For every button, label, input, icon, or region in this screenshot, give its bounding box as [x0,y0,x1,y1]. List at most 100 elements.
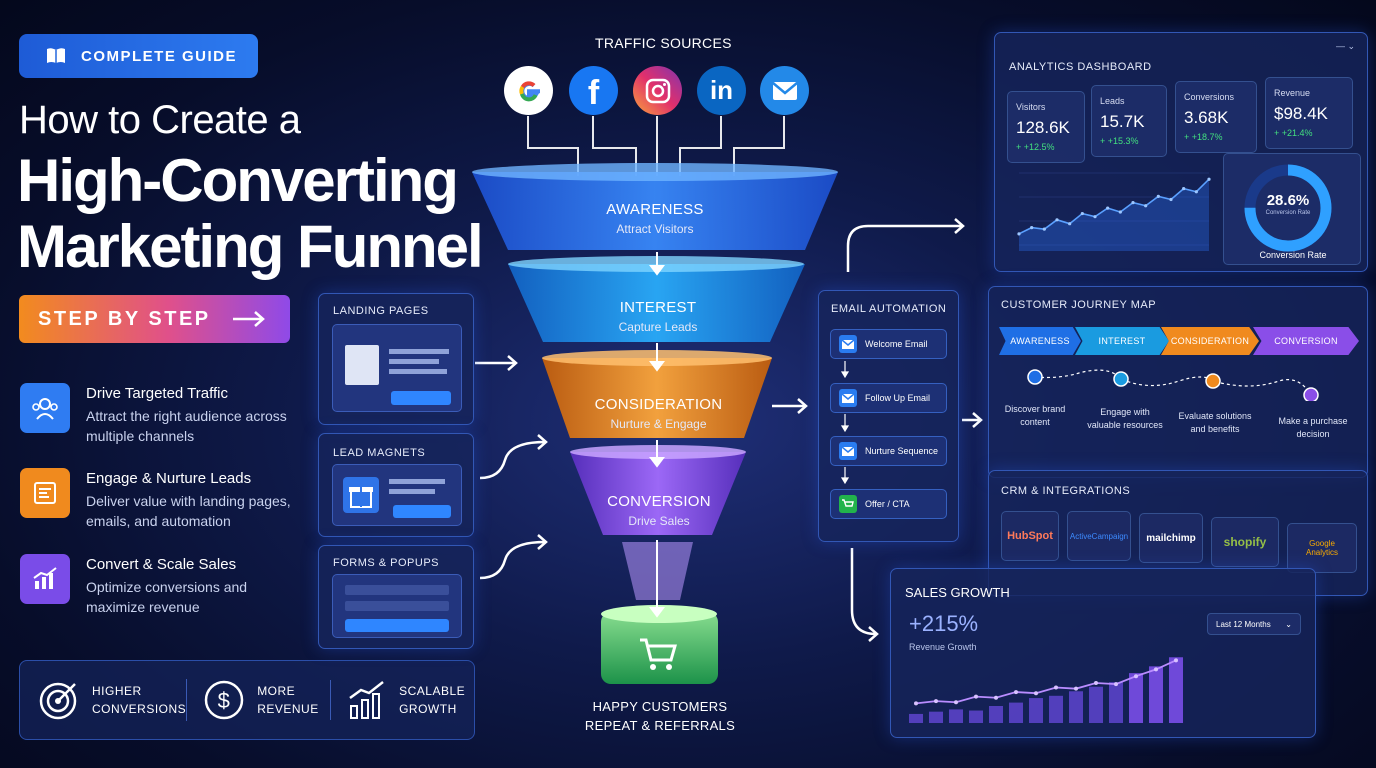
donut-caption: Conversion Rate [1259,250,1327,260]
sales-bar [1169,657,1183,723]
journey-desc: Evaluate solutions and benefits [1178,411,1252,434]
sales-point [994,695,998,700]
benefit-line1: MORE [257,684,296,698]
panel-title: LANDING PAGES [333,305,429,317]
sales-point [1134,674,1138,679]
instagram-icon[interactable] [633,66,682,115]
email-icon[interactable] [760,66,809,115]
stage-name: CONVERSION [607,493,711,510]
email-flow-arrows [840,361,850,485]
sales-point [1174,658,1178,663]
stage-desc: Capture Leads [618,320,698,334]
email-step-follow-up[interactable]: Follow Up Email [830,383,947,413]
benefit-line2: REVENUE [257,702,319,716]
sales-bar [929,711,943,723]
kpi-label: Conversions [1184,92,1235,102]
email-step-offer[interactable]: Offer / CTA [830,489,947,519]
feature-title: Drive Targeted Traffic [86,385,229,402]
crm-logo-label: HubSpot [1007,530,1053,542]
email-step-label: Follow Up Email [865,393,931,403]
sales-bar [1089,686,1103,723]
chevron-down-icon: ⌄ [1285,619,1292,629]
journey-step-label: CONVERSION [1274,336,1338,346]
sales-growth-panel: SALES GROWTH +215% Revenue Growth Last 1… [890,568,1316,738]
feature-title: Engage & Nurture Leads [86,470,252,487]
cart-icon [640,638,677,670]
journey-desc: Engage with valuable resources [1087,407,1163,430]
panel-title: CRM & INTEGRATIONS [1001,485,1131,497]
google-icon[interactable] [504,66,553,115]
trend-point [1182,187,1186,191]
traffic-sources-title: TRAFFIC SOURCES [595,35,732,51]
sales-bar [1129,673,1143,723]
kpi-label: Revenue [1274,88,1311,98]
feature-desc: Attract the right audience across multip… [86,408,287,444]
landing-pages-panel[interactable]: LANDING PAGES [318,293,474,425]
complete-guide-badge[interactable]: COMPLETE GUIDE [19,34,258,78]
stage-name: CONSIDERATION [594,396,723,413]
funnel-arrows [649,252,665,618]
period-select[interactable]: Last 12 Months ⌄ [1207,613,1301,635]
sales-growth-label: Revenue Growth [909,642,977,652]
lead-magnets-panel[interactable]: LEAD MAGNETS [318,433,474,537]
shopify-logo[interactable]: shopify [1211,517,1279,567]
sales-bar [949,709,963,723]
stage-name: INTEREST [619,299,697,316]
journey-step-awareness[interactable]: AWARENESS [999,327,1081,355]
sales-point [1094,681,1098,685]
kpi-value: 15.7K [1100,112,1145,131]
email-step-welcome[interactable]: Welcome Email [830,329,947,359]
panel-title: CUSTOMER JOURNEY MAP [1001,299,1157,311]
linkedin-icon[interactable]: in [697,66,746,115]
crm-logo-label: mailchimp [1146,532,1196,544]
kpi-leads: Leads 15.7K + +15.3% [1091,85,1167,157]
complete-guide-label: COMPLETE GUIDE [81,47,238,65]
panel-title: SALES GROWTH [905,585,1010,600]
sales-point [1034,691,1038,696]
journey-step-interest[interactable]: INTEREST [1075,327,1169,355]
gift-icon [343,477,379,513]
journey-path [1027,369,1319,401]
sales-point [934,699,938,704]
email-step-nurture[interactable]: Nurture Sequence [830,436,947,466]
kpi-value: 3.68K [1184,108,1229,127]
feature-nurture-leads: Engage & Nurture Leads Deliver value wit… [20,468,310,531]
journey-step-consideration[interactable]: CONSIDERATION [1161,327,1259,355]
benefit-line1: HIGHER [92,684,142,698]
trend-point [1042,227,1046,231]
trend-point [1093,215,1097,219]
stage-desc: Drive Sales [628,514,690,528]
donut-value: 28.6% [1266,192,1310,209]
conversion-rate-card: 28.6% Conversion Rate Conversion Rate [1223,153,1361,265]
email-step-label: Nurture Sequence [865,446,939,456]
journey-step-conversion[interactable]: CONVERSION [1253,327,1359,355]
trend-point [1080,211,1084,216]
feature-convert-sales: Convert & Scale Sales Optimize conversio… [20,554,310,617]
journey-step-label: CONSIDERATION [1170,336,1250,346]
activecampaign-logo[interactable]: ActiveCampaign [1067,511,1131,561]
panel-title: FORMS & POPUPS [333,557,440,569]
kpi-value: $98.4K [1274,104,1328,123]
facebook-icon[interactable]: f [569,66,618,115]
benefit-line2: GROWTH [399,702,457,716]
sales-bar [989,706,1003,723]
sales-bar [1069,691,1083,723]
mailchimp-logo[interactable]: mailchimp [1139,513,1203,563]
trend-point [1030,226,1034,230]
google-analytics-logo[interactable]: Google Analytics [1287,523,1357,573]
step-by-step-button[interactable]: STEP BY STEP [19,295,290,343]
trend-point [1017,232,1021,236]
sales-bar [1029,698,1043,723]
forms-popups-panel[interactable]: FORMS & POPUPS [318,545,474,649]
sales-point [1154,667,1158,672]
trend-point [1194,190,1198,194]
feature-desc: Deliver value with landing pages, emails… [86,493,291,529]
title-line-2: High-Converting [17,147,459,214]
trend-point [1106,206,1110,210]
window-controls[interactable]: — ⌄ [1335,41,1355,51]
sales-chart [909,657,1183,723]
hubspot-logo[interactable]: HubSpot [1001,511,1059,561]
sales-point [1114,682,1118,687]
